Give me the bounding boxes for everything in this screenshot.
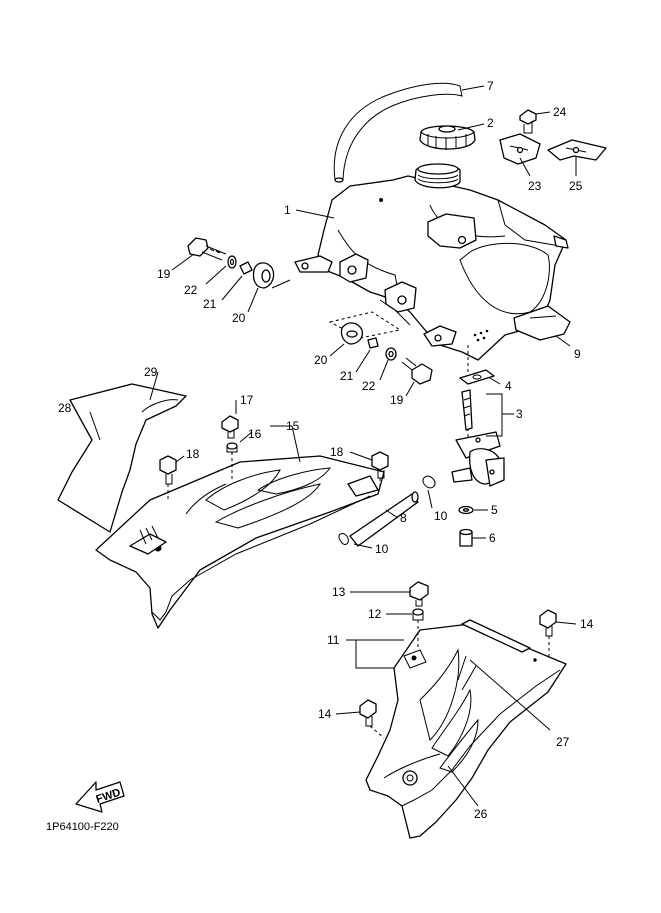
collar-upper bbox=[239, 261, 253, 275]
damper-lower bbox=[340, 322, 364, 345]
callout-21a: 21 bbox=[203, 297, 217, 311]
cover-collar bbox=[226, 442, 238, 453]
callout-1: 1 bbox=[284, 203, 291, 217]
callout-22a: 22 bbox=[184, 283, 198, 297]
callout-11: 11 bbox=[327, 633, 340, 647]
collar-lower bbox=[367, 337, 379, 349]
leader-lines bbox=[89, 85, 577, 807]
hose-clip-lower bbox=[338, 533, 349, 545]
seat-bracket bbox=[513, 305, 571, 341]
tank-band bbox=[547, 139, 607, 161]
callout-12: 12 bbox=[368, 607, 382, 621]
diagram-code: 1P64100-F220 bbox=[46, 821, 119, 833]
fwd-arrow-icon: FWD bbox=[75, 781, 125, 813]
fuel-tank bbox=[294, 163, 569, 361]
callout-18b: 18 bbox=[330, 445, 344, 459]
callout-18a: 18 bbox=[186, 447, 200, 461]
callout-26: 26 bbox=[474, 807, 488, 821]
callout-10b: 10 bbox=[375, 542, 389, 556]
callout-24: 24 bbox=[553, 105, 567, 119]
callout-16: 16 bbox=[248, 427, 262, 441]
fuel-hose bbox=[349, 491, 419, 547]
callout-20b: 20 bbox=[314, 353, 328, 367]
callout-20a: 20 bbox=[232, 311, 246, 325]
fuel-cock-screw bbox=[459, 528, 473, 547]
callout-14a: 14 bbox=[580, 617, 594, 631]
callout-29: 29 bbox=[144, 365, 158, 379]
washer-lower bbox=[385, 347, 397, 361]
fuel-cock-gasket bbox=[459, 369, 495, 385]
tank-graphic-left bbox=[57, 383, 187, 533]
callout-10a: 10 bbox=[434, 509, 448, 523]
callout-17: 17 bbox=[240, 393, 254, 407]
tank-bolt-upper bbox=[187, 237, 227, 261]
tank-bolt-lower bbox=[401, 357, 433, 385]
bracket-bolt bbox=[519, 109, 537, 134]
callout-19a: 19 bbox=[157, 267, 171, 281]
fuel-cap bbox=[419, 125, 476, 150]
cover-screw-13 bbox=[409, 581, 429, 607]
callout-13: 13 bbox=[332, 585, 346, 599]
tank-bracket bbox=[499, 133, 541, 165]
callout-15: 15 bbox=[286, 419, 300, 433]
callout-6: 6 bbox=[489, 531, 496, 545]
callout-2: 2 bbox=[487, 116, 494, 130]
callout-5: 5 bbox=[491, 503, 498, 517]
cover-collar-12 bbox=[412, 608, 424, 621]
cover-screw-upper bbox=[221, 415, 239, 439]
cover-screw-right bbox=[371, 451, 389, 479]
callout-22b: 22 bbox=[362, 379, 376, 393]
damper-upper bbox=[252, 262, 275, 289]
callout-25: 25 bbox=[569, 179, 583, 193]
washer-upper bbox=[227, 255, 237, 269]
callout-19b: 19 bbox=[390, 393, 404, 407]
fuel-breather-hose bbox=[333, 82, 463, 183]
callout-9: 9 bbox=[574, 347, 581, 361]
callout-labels: 7 2 24 23 25 1 19 22 21 20 9 20 21 22 19… bbox=[58, 79, 594, 821]
callout-23: 23 bbox=[528, 179, 542, 193]
callout-7: 7 bbox=[487, 79, 494, 93]
callout-27: 27 bbox=[556, 735, 570, 749]
side-cover-right bbox=[365, 619, 567, 839]
callout-14b: 14 bbox=[318, 707, 332, 721]
fuel-cock-washer bbox=[458, 505, 474, 515]
fuel-cock bbox=[451, 389, 505, 487]
cover-screw-14-right bbox=[539, 609, 557, 637]
callout-8: 8 bbox=[400, 511, 407, 525]
hose-clip-upper bbox=[422, 475, 436, 489]
cover-screw-14-left bbox=[359, 699, 377, 727]
callout-28: 28 bbox=[58, 401, 72, 415]
callout-3: 3 bbox=[516, 407, 523, 421]
cover-screw-left bbox=[159, 455, 177, 485]
callout-21b: 21 bbox=[340, 369, 354, 383]
callout-4: 4 bbox=[505, 379, 512, 393]
